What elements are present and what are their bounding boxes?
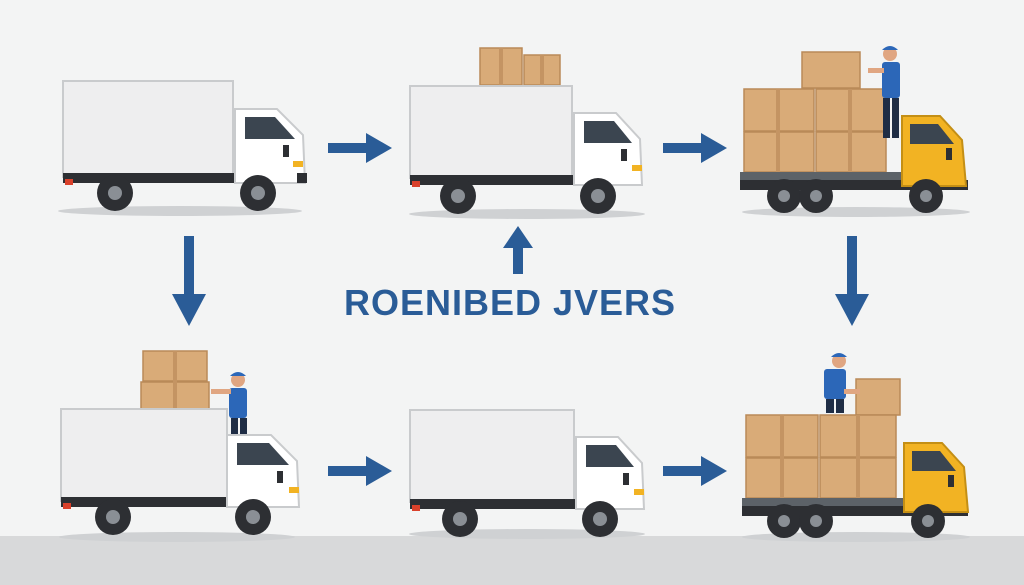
arrow-right-bottom-2	[663, 456, 727, 486]
arrow-right-top-1	[328, 133, 392, 163]
arrow-down-left	[172, 236, 206, 326]
cargo-box	[60, 408, 228, 502]
box-truck	[59, 408, 301, 542]
scene-top-right	[740, 46, 970, 217]
cargo-box	[409, 409, 575, 503]
scene-bottom-right	[742, 353, 970, 542]
cargo-boxes	[140, 350, 210, 410]
scene-top-left	[58, 80, 307, 216]
arrow-right-top-2	[663, 133, 727, 163]
cargo-box	[62, 80, 234, 178]
box-truck	[409, 409, 646, 539]
scene-bottom-left	[59, 350, 301, 542]
cargo-box	[409, 85, 573, 179]
worker	[868, 46, 900, 138]
box-truck	[58, 80, 307, 216]
cargo-boxes	[745, 378, 901, 499]
diagram-title: ROENIBED JVERS	[343, 282, 677, 323]
ground-strip	[0, 536, 1024, 585]
flatbed-truck	[740, 115, 970, 217]
cargo-boxes	[479, 47, 561, 86]
worker	[211, 372, 247, 438]
arrow-right-bottom-1	[328, 456, 392, 486]
scene-bottom-middle	[409, 409, 646, 539]
scene-top-middle	[409, 47, 645, 219]
arrow-down-right	[835, 236, 869, 326]
box-truck	[409, 85, 645, 219]
arrow-up-center	[503, 226, 533, 274]
flatbed-truck	[742, 442, 970, 542]
cargo-boxes	[743, 51, 887, 173]
worker	[824, 353, 860, 413]
